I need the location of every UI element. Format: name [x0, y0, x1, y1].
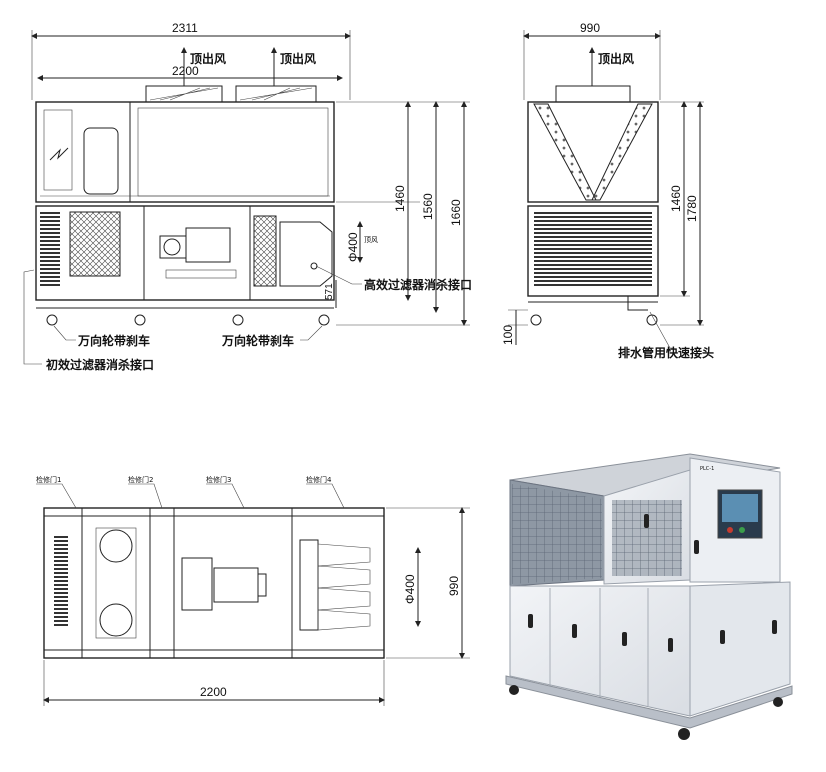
- upper-section: [35, 101, 335, 203]
- product-photo: PLC-1: [505, 453, 793, 740]
- top-view-outline: [43, 507, 385, 659]
- top-dim-outlet: Φ400: [403, 574, 417, 604]
- side-upper-section: [527, 101, 659, 203]
- side-dim-h2: 1780: [685, 195, 699, 222]
- door-handle-6: [772, 620, 777, 634]
- top-outlet-label-2: 顶出风: [280, 51, 316, 66]
- dim-inner-width: 2200: [172, 64, 199, 78]
- door-label-1: 检修门1: [36, 475, 61, 484]
- hepa-filter: [253, 215, 277, 287]
- door-handle-5: [720, 630, 725, 644]
- door-handle-3: [622, 632, 627, 646]
- top-dim-width: 990: [447, 576, 461, 596]
- small-outlet-label: 顶风: [364, 236, 378, 244]
- side-caster-1: [530, 314, 542, 326]
- side-top-outlet-label: 顶出风: [598, 51, 634, 66]
- door-label-2: 检修门2: [128, 475, 153, 484]
- photo-caster-3: [773, 697, 783, 707]
- lower-section: [35, 205, 335, 301]
- door-handle-1: [528, 614, 533, 628]
- label-hepa-port: 高效过滤器消杀接口: [364, 277, 472, 292]
- condenser-mesh: [512, 484, 602, 584]
- dim-total-width: 2311: [172, 21, 198, 35]
- side-top-fan: [555, 85, 631, 103]
- top-filter-grille: [54, 536, 68, 628]
- label-caster-1: 万向轮带刹车: [77, 333, 150, 348]
- dim-side-width: 990: [580, 21, 600, 35]
- side-louver-grille: [534, 212, 652, 288]
- base-frame: [505, 675, 793, 729]
- label-primary-port: 初效过滤器消杀接口: [46, 357, 154, 372]
- side-dim-h1: 1460: [669, 185, 683, 212]
- dim-h3: 1660: [449, 199, 463, 226]
- top-fan-motor: [213, 567, 259, 603]
- side-view: 990 顶出风 1460 1780 100 排水管用快速接头: [501, 21, 714, 360]
- top-dim-length: 2200: [200, 685, 227, 699]
- photo-caster-2: [678, 728, 690, 740]
- cooling-coil: [69, 211, 121, 277]
- caster-wheel-1: [46, 314, 58, 326]
- panel-label: PLC-1: [700, 466, 714, 472]
- compressor-2: [99, 603, 133, 637]
- side-lower-section: [527, 205, 659, 297]
- side-caster-2: [646, 314, 658, 326]
- door-label-3: 检修门3: [206, 475, 231, 484]
- dim-outlet-h: 571: [324, 283, 335, 300]
- compressor-tank: [83, 127, 119, 195]
- dim-h1: 1460: [393, 185, 407, 212]
- lightning-icon: [49, 147, 69, 161]
- door-handle-4: [668, 638, 673, 652]
- start-button: [739, 527, 745, 533]
- drain-pipe: [627, 296, 648, 311]
- photo-caster-1: [509, 685, 519, 695]
- stop-button: [727, 527, 733, 533]
- side-dim-base: 100: [501, 325, 515, 345]
- dim-h2: 1560: [421, 193, 435, 220]
- caster-wheel-2: [134, 314, 146, 326]
- top-outlet-label-1: 顶出风: [190, 51, 226, 66]
- caster-wheel-3: [232, 314, 244, 326]
- caster-wheel-4: [318, 314, 330, 326]
- front-view: 2311 2200 顶出风 顶出风: [23, 21, 472, 372]
- primary-filter-grille: [40, 212, 60, 288]
- door-label-4: 检修门4: [306, 475, 332, 484]
- fan-motor: [185, 227, 231, 263]
- door-handle-2: [572, 624, 577, 638]
- label-caster-2: 万向轮带刹车: [221, 333, 294, 348]
- compressor-1: [99, 529, 133, 563]
- dim-outlet-dia: Φ400: [346, 232, 360, 262]
- label-drain: 排水管用快速接头: [618, 345, 714, 360]
- top-view: 检修门1 检修门2 检修门3 检修门4 2200 990 Φ400: [36, 475, 470, 706]
